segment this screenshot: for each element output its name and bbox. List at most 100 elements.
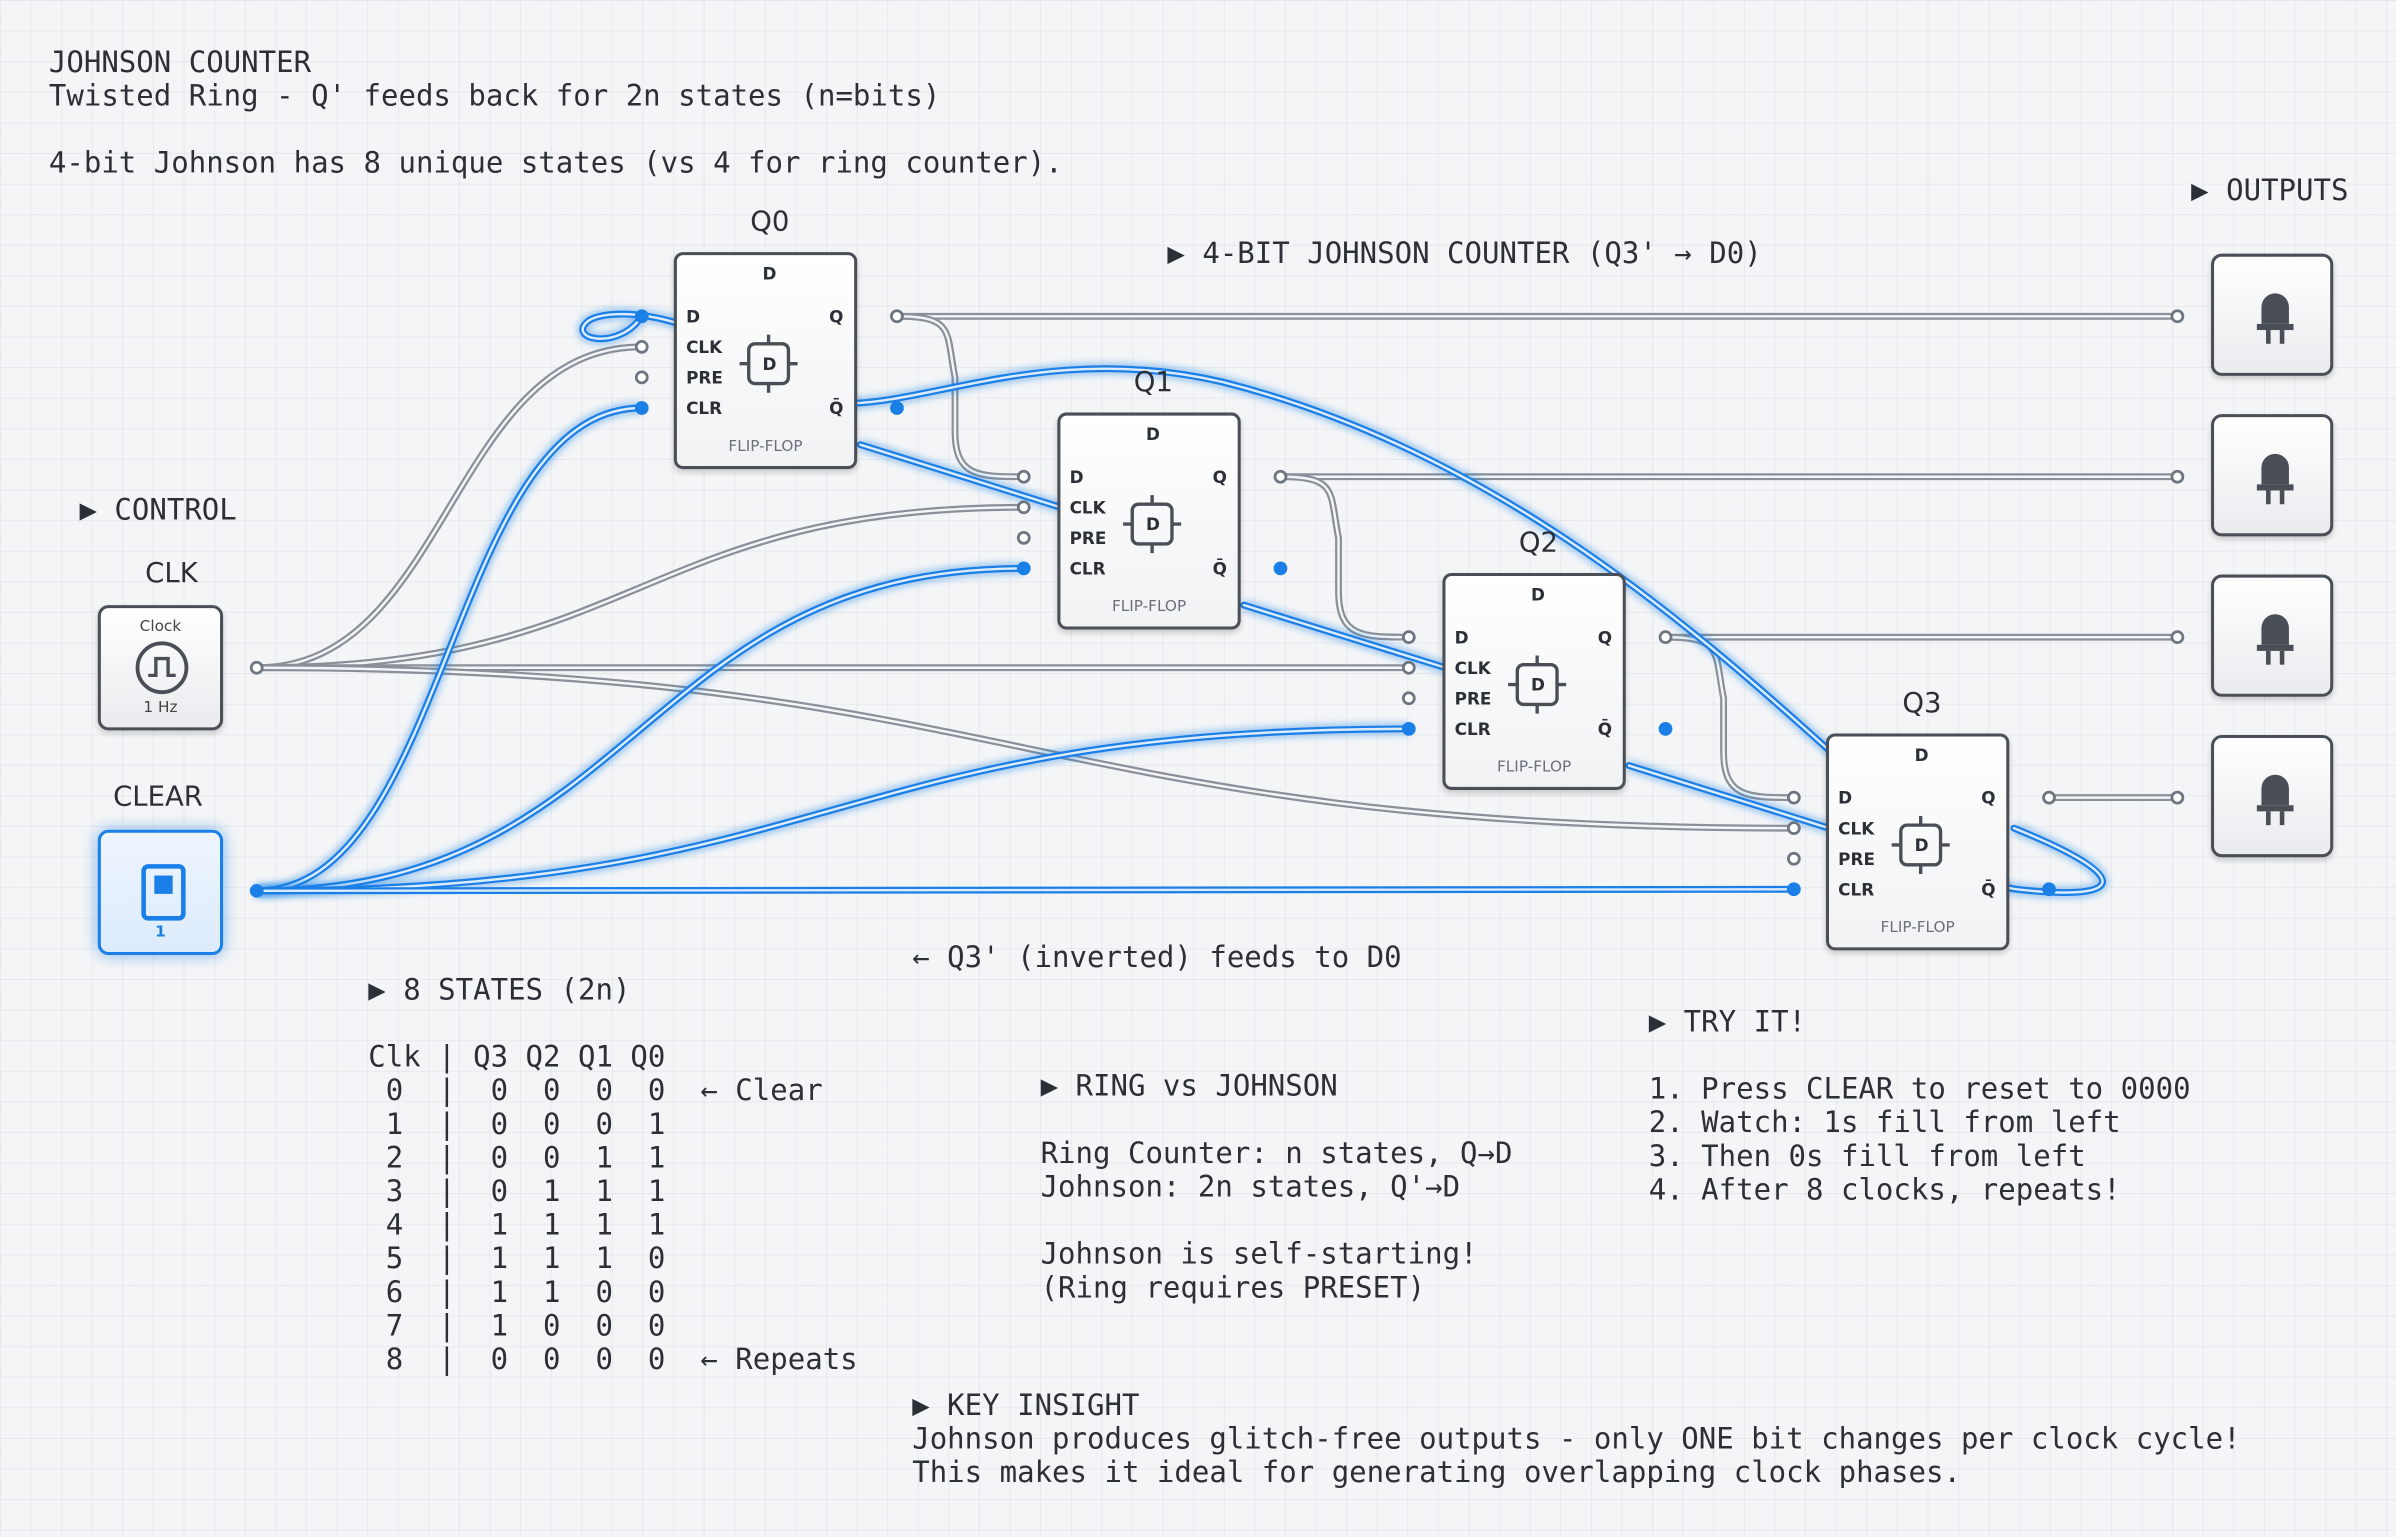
state-row: 5 | 1 1 1 0 [368,1242,666,1276]
wire-clr-q0-core [255,406,643,893]
wire-endpoint[interactable] [1658,721,1673,736]
pin-clr: CLR [1838,880,1875,900]
wire-endpoints [249,309,2185,898]
wire-endpoint[interactable] [1401,630,1416,645]
chip-icon [739,334,798,393]
clock-title: Clock [139,618,182,636]
wire-endpoint[interactable] [249,883,264,898]
wire-endpoint[interactable] [1786,790,1801,805]
wire-endpoint[interactable] [890,401,904,415]
pin-clr: CLR [1454,719,1491,740]
flipflop-footer: FLIP-FLOP [728,438,803,456]
pin-clk: CLK [686,337,723,358]
clock-wave-icon [135,641,189,695]
wire-endpoint[interactable] [2042,882,2056,897]
wire-endpoint[interactable] [2170,790,2185,805]
wire-endpoint[interactable] [2170,630,2185,645]
wire-endpoint[interactable] [249,660,264,675]
wire-endpoint[interactable] [1401,721,1416,736]
wire-endpoint[interactable] [1273,561,1288,576]
flipflop-footer: FLIP-FLOP [1497,759,1572,777]
key-insight-heading: ▶ KEY INSIGHT [912,1388,1140,1423]
page-title: JOHNSON COUNTER [48,45,312,80]
wire-clr-q2-core [255,727,1411,893]
wire-endpoint[interactable] [1401,660,1416,675]
wire-endpoint[interactable] [2170,309,2185,324]
flipflop-footer: FLIP-FLOP [1111,598,1187,616]
clock-frequency: 1 Hz [143,699,178,717]
wire-endpoint[interactable] [1401,691,1416,706]
state-row: 8 | 0 0 0 0 ← Repeats [368,1343,858,1377]
try-it-step-3: 3. Then 0s fill from left [1648,1139,2086,1174]
pin-q: Q [1981,788,1996,809]
wire-endpoint[interactable] [1658,630,1673,645]
chip-icon [1508,655,1567,714]
pin-d: D [1838,788,1853,809]
switch-value: 1 [155,924,166,942]
led-bulb-icon [2256,293,2294,344]
wire-endpoint[interactable] [1786,851,1801,866]
flipflop-label-q2: Q2 [1518,527,1558,560]
pin-clk: CLK [1838,819,1875,839]
wire-endpoint[interactable] [1016,561,1031,576]
wire-endpoint[interactable] [634,401,649,415]
header-note: 4-bit Johnson has 8 unique states (vs 4 … [48,146,1063,181]
wire-q1-to-d2[interactable] [1277,473,1413,641]
wire-endpoint[interactable] [2042,790,2056,805]
ring-vs-line-2: Johnson: 2n states, Q'→D [1040,1170,1461,1205]
pin-top-d: D [1914,745,1929,766]
wire-endpoint[interactable] [634,309,649,324]
state-row: 1 | 0 0 0 1 [368,1107,666,1142]
active-wires [253,308,2108,898]
output-led-q3 [2211,734,2334,858]
wire-endpoint[interactable] [890,309,904,324]
wire-feedback-q3bar-to-d0-core [581,312,2104,894]
counter-section-heading: ▶ 4-BIT JOHNSON COUNTER (Q3' → D0) [1167,236,1762,271]
chip-label: D [762,354,777,375]
wire-q1-to-d2-core [1279,475,1411,639]
wire-endpoint[interactable] [1273,469,1288,484]
pin-qbar: Q̄ [1981,880,1996,900]
wire-q0-to-d1-core [895,315,1025,478]
state-row: 0 | 0 0 0 0 ← Clear [368,1074,823,1108]
wire-qbar-link-1-core [1242,603,1447,669]
flipflop-label-q1: Q1 [1133,366,1173,399]
wire-clk-q1-core [255,506,1025,669]
wire-endpoint[interactable] [1786,821,1801,836]
clear-switch[interactable]: 1 [97,829,224,955]
pin-q: Q [1212,467,1227,488]
wire-endpoint[interactable] [634,370,649,385]
states-heading: ▶ 8 STATES (2n) [368,973,631,1007]
try-it-heading: ▶ TRY IT! [1648,1005,1807,1040]
pin-clk: CLK [1069,498,1106,518]
try-it-step-2: 2. Watch: 1s fill from left [1648,1106,2121,1140]
flipflop-label-q0: Q0 [750,206,790,239]
pin-d: D [1454,628,1469,648]
wire-clr-q3-core [255,888,1796,893]
wire-clk-q3-core [255,666,1796,830]
pin-pre: PRE [686,368,723,389]
inactive-wires [253,312,2181,832]
ring-vs-line-4: (Ring requires PRESET) [1040,1271,1426,1305]
chip-icon [1891,815,1950,875]
chip-label: D [1531,675,1546,696]
clear-label: CLEAR [113,780,203,813]
wire-endpoint[interactable] [1016,469,1031,484]
pin-pre: PRE [1069,528,1107,549]
outputs-section-heading: ▶ OUTPUTS [2191,174,2349,208]
wire-qbar-link-2-core [1627,764,1831,830]
wire-endpoint[interactable] [1016,500,1031,515]
clk-label: CLK [145,557,198,590]
state-row: 4 | 1 1 1 1 [368,1208,666,1243]
clock-source[interactable]: Clock 1 Hz [97,605,224,731]
wire-endpoint[interactable] [1016,530,1031,545]
wire-endpoint[interactable] [1786,882,1801,897]
wire-endpoint[interactable] [2170,469,2185,484]
wire-endpoint[interactable] [634,339,649,354]
